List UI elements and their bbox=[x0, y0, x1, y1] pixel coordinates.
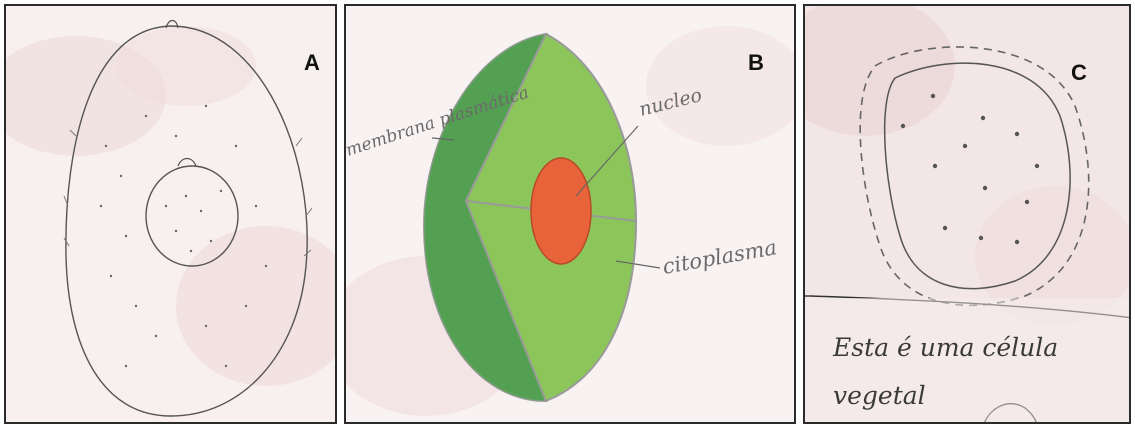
nucleus bbox=[531, 158, 591, 264]
caption-line-2: vegetal bbox=[833, 381, 926, 410]
panel-b: membrana plasmática nucleo citoplasma B bbox=[344, 4, 796, 424]
panel-a-label: A bbox=[304, 50, 320, 76]
panel-a-drawing bbox=[6, 6, 337, 424]
panel-a: A bbox=[4, 4, 337, 424]
panel-c: Esta é uma célula vegetal C bbox=[803, 4, 1131, 424]
panel-c-label: C bbox=[1071, 60, 1087, 86]
panel-b-drawing: membrana plasmática nucleo citoplasma bbox=[346, 6, 796, 424]
panel-b-label: B bbox=[748, 50, 764, 76]
caption-line-1: Esta é uma célula bbox=[832, 333, 1058, 362]
